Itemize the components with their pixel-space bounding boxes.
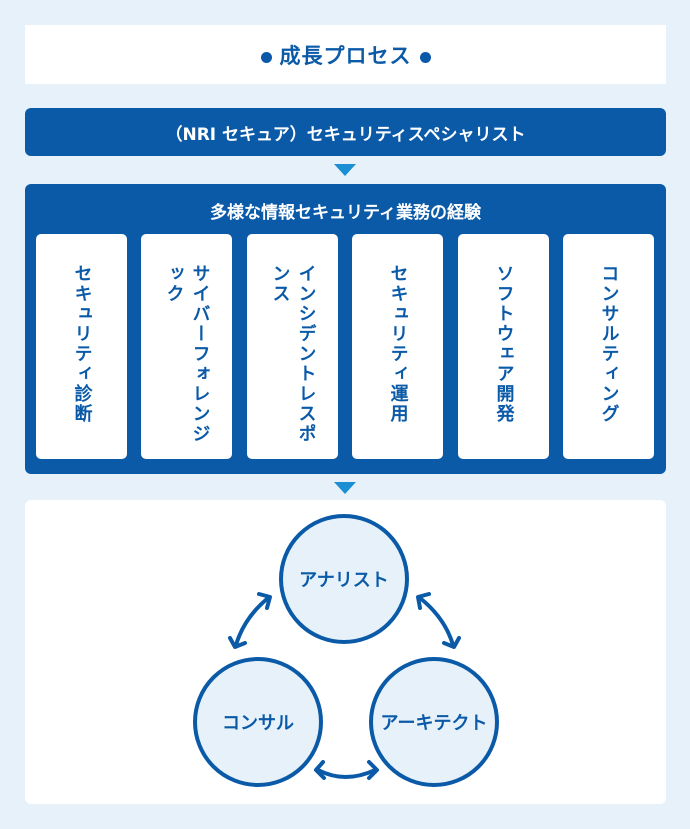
experience-card: インシデントレスポンス bbox=[247, 234, 338, 459]
experience-card: サイバーフォレンジック bbox=[141, 234, 232, 459]
bullet-dot-icon bbox=[260, 51, 272, 63]
architect-circle bbox=[369, 657, 499, 787]
experience-card: セキュリティ診断 bbox=[36, 234, 127, 459]
architect-label: アーキテクト bbox=[380, 713, 488, 734]
down-arrow-icon bbox=[334, 482, 356, 494]
experience-card-label: セキュリティ診断 bbox=[71, 264, 93, 424]
experience-card-label: インシデントレスポンス bbox=[269, 264, 317, 444]
experience-card: コンサルティング bbox=[563, 234, 654, 459]
title-label: 成長プロセス bbox=[279, 43, 412, 68]
analyst-label: アナリスト bbox=[299, 570, 389, 591]
consultant-label: コンサル bbox=[222, 713, 294, 734]
career-cycle-diagram bbox=[193, 514, 499, 787]
title-box: 成長プロセス bbox=[25, 25, 666, 84]
experience-box: 多様な情報セキュリティ業務の経験 セキュリティ診断 サイバーフォレンジック イン… bbox=[25, 184, 666, 474]
experience-card-label: セキュリティ運用 bbox=[387, 264, 409, 424]
right-double-arrow-icon bbox=[416, 592, 461, 649]
down-arrow-icon bbox=[334, 164, 356, 176]
consultant-circle bbox=[193, 657, 323, 787]
experience-card-label: コンサルティング bbox=[598, 264, 620, 424]
bullet-dot-icon bbox=[419, 51, 431, 63]
role-label: （NRI セキュア）セキュリティスペシャリスト bbox=[165, 124, 526, 145]
left-double-arrow-icon bbox=[228, 592, 272, 649]
experience-card: セキュリティ運用 bbox=[352, 234, 443, 459]
page-title: 成長プロセス bbox=[253, 40, 439, 70]
experience-card-label: ソフトウェア開発 bbox=[493, 264, 515, 424]
experience-card: ソフトウェア開発 bbox=[458, 234, 549, 459]
experience-card-label: サイバーフォレンジック bbox=[163, 264, 211, 444]
bottom-double-arrow-icon bbox=[314, 760, 379, 780]
role-bar: （NRI セキュア）セキュリティスペシャリスト bbox=[25, 108, 666, 156]
analyst-circle bbox=[279, 514, 409, 644]
career-cycle-box: アナリスト コンサル アーキテクト bbox=[25, 500, 666, 804]
experience-title: 多様な情報セキュリティ業務の経験 bbox=[210, 203, 481, 223]
